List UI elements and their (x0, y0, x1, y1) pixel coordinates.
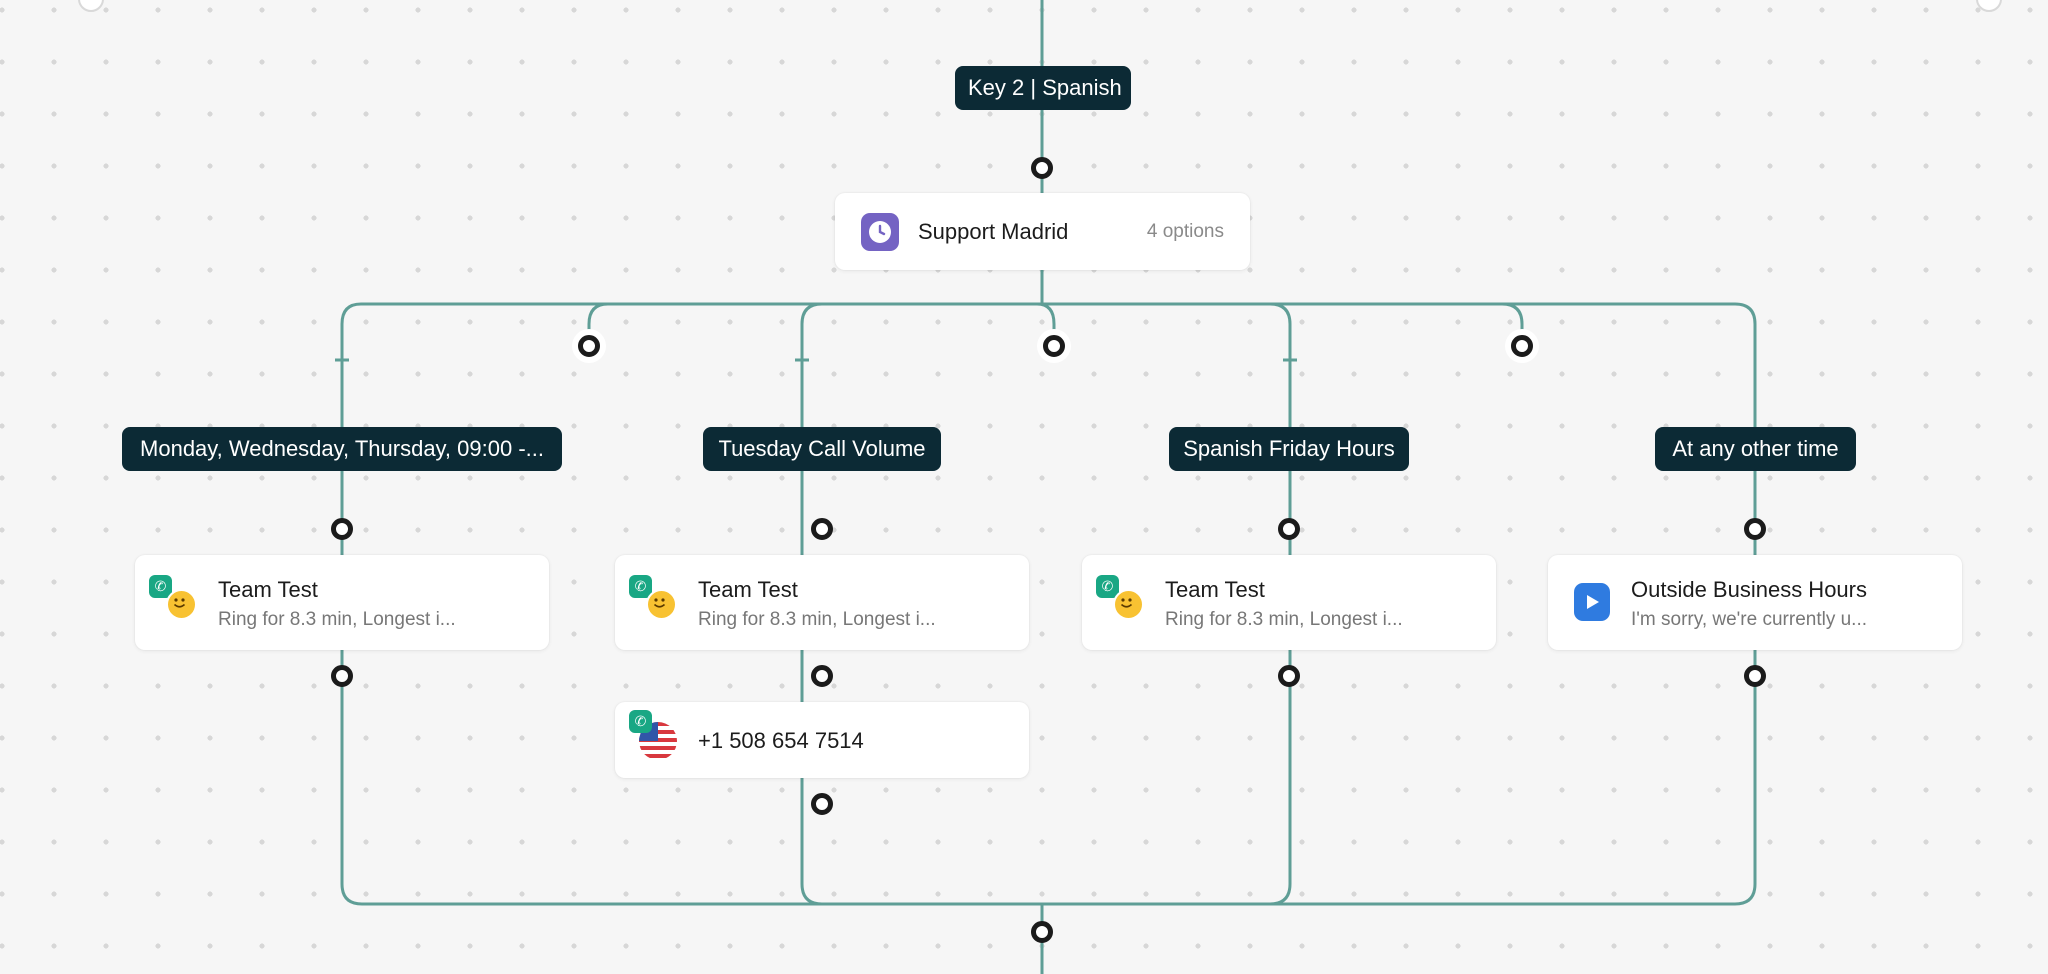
entry-port[interactable] (1031, 157, 1053, 179)
team-phone-icon: ✆ (149, 575, 197, 620)
team-test-node-1[interactable]: ✆ Team Test Ring for 8.3 min, Longest i.… (135, 555, 549, 650)
node-output-port[interactable] (1744, 665, 1766, 687)
node-title: Team Test (698, 577, 798, 602)
node-input-port[interactable] (811, 518, 833, 540)
option-port[interactable] (1511, 335, 1533, 357)
node-input-port[interactable] (1278, 518, 1300, 540)
node-output-port[interactable] (811, 665, 833, 687)
merge-port[interactable] (1031, 921, 1053, 943)
node-title: Outside Business Hours (1631, 577, 1867, 602)
entry-label[interactable]: Key 2 | Spanish (955, 66, 1131, 110)
branch-label-friday[interactable]: Spanish Friday Hours (1169, 427, 1409, 471)
menu-options-count: 4 options (1146, 221, 1224, 242)
node-input-port[interactable] (331, 518, 353, 540)
node-subtitle: Ring for 8.3 min, Longest i... (1165, 609, 1403, 630)
team-test-node-3[interactable]: ✆ Team Test Ring for 8.3 min, Longest i.… (1082, 555, 1496, 650)
team-test-node-2[interactable]: ✆ Team Test Ring for 8.3 min, Longest i.… (615, 555, 1029, 650)
phone-node-output-port[interactable] (811, 793, 833, 815)
us-flag-phone-icon: ✆ (629, 710, 681, 762)
phone-number-title: +1 508 654 7514 (698, 728, 864, 753)
branch-label-tuesday[interactable]: Tuesday Call Volume (703, 427, 941, 471)
node-input-port[interactable] (1744, 518, 1766, 540)
node-output-port[interactable] (1278, 665, 1300, 687)
team-phone-icon: ✆ (1096, 575, 1144, 620)
outside-business-hours-node[interactable]: Outside Business Hours I'm sorry, we're … (1548, 555, 1962, 650)
phone-number-node[interactable]: ✆ +1 508 654 7514 (615, 702, 1029, 778)
branch-label-weekdays[interactable]: Monday, Wednesday, Thursday, 09:00 -... (122, 427, 562, 471)
option-port[interactable] (1043, 335, 1065, 357)
clock-icon (861, 213, 899, 251)
support-madrid-node[interactable]: Support Madrid 4 options (835, 193, 1250, 270)
node-title: Team Test (218, 577, 318, 602)
menu-node-title: Support Madrid (918, 219, 1069, 244)
team-phone-icon: ✆ (629, 575, 677, 620)
option-port[interactable] (578, 335, 600, 357)
node-title: Team Test (1165, 577, 1265, 602)
play-icon (1574, 583, 1610, 621)
node-output-port[interactable] (331, 665, 353, 687)
node-subtitle: Ring for 8.3 min, Longest i... (218, 609, 456, 630)
node-subtitle: Ring for 8.3 min, Longest i... (698, 609, 936, 630)
branch-label-other-time[interactable]: At any other time (1655, 427, 1856, 471)
node-subtitle: I'm sorry, we're currently u... (1631, 609, 1868, 630)
